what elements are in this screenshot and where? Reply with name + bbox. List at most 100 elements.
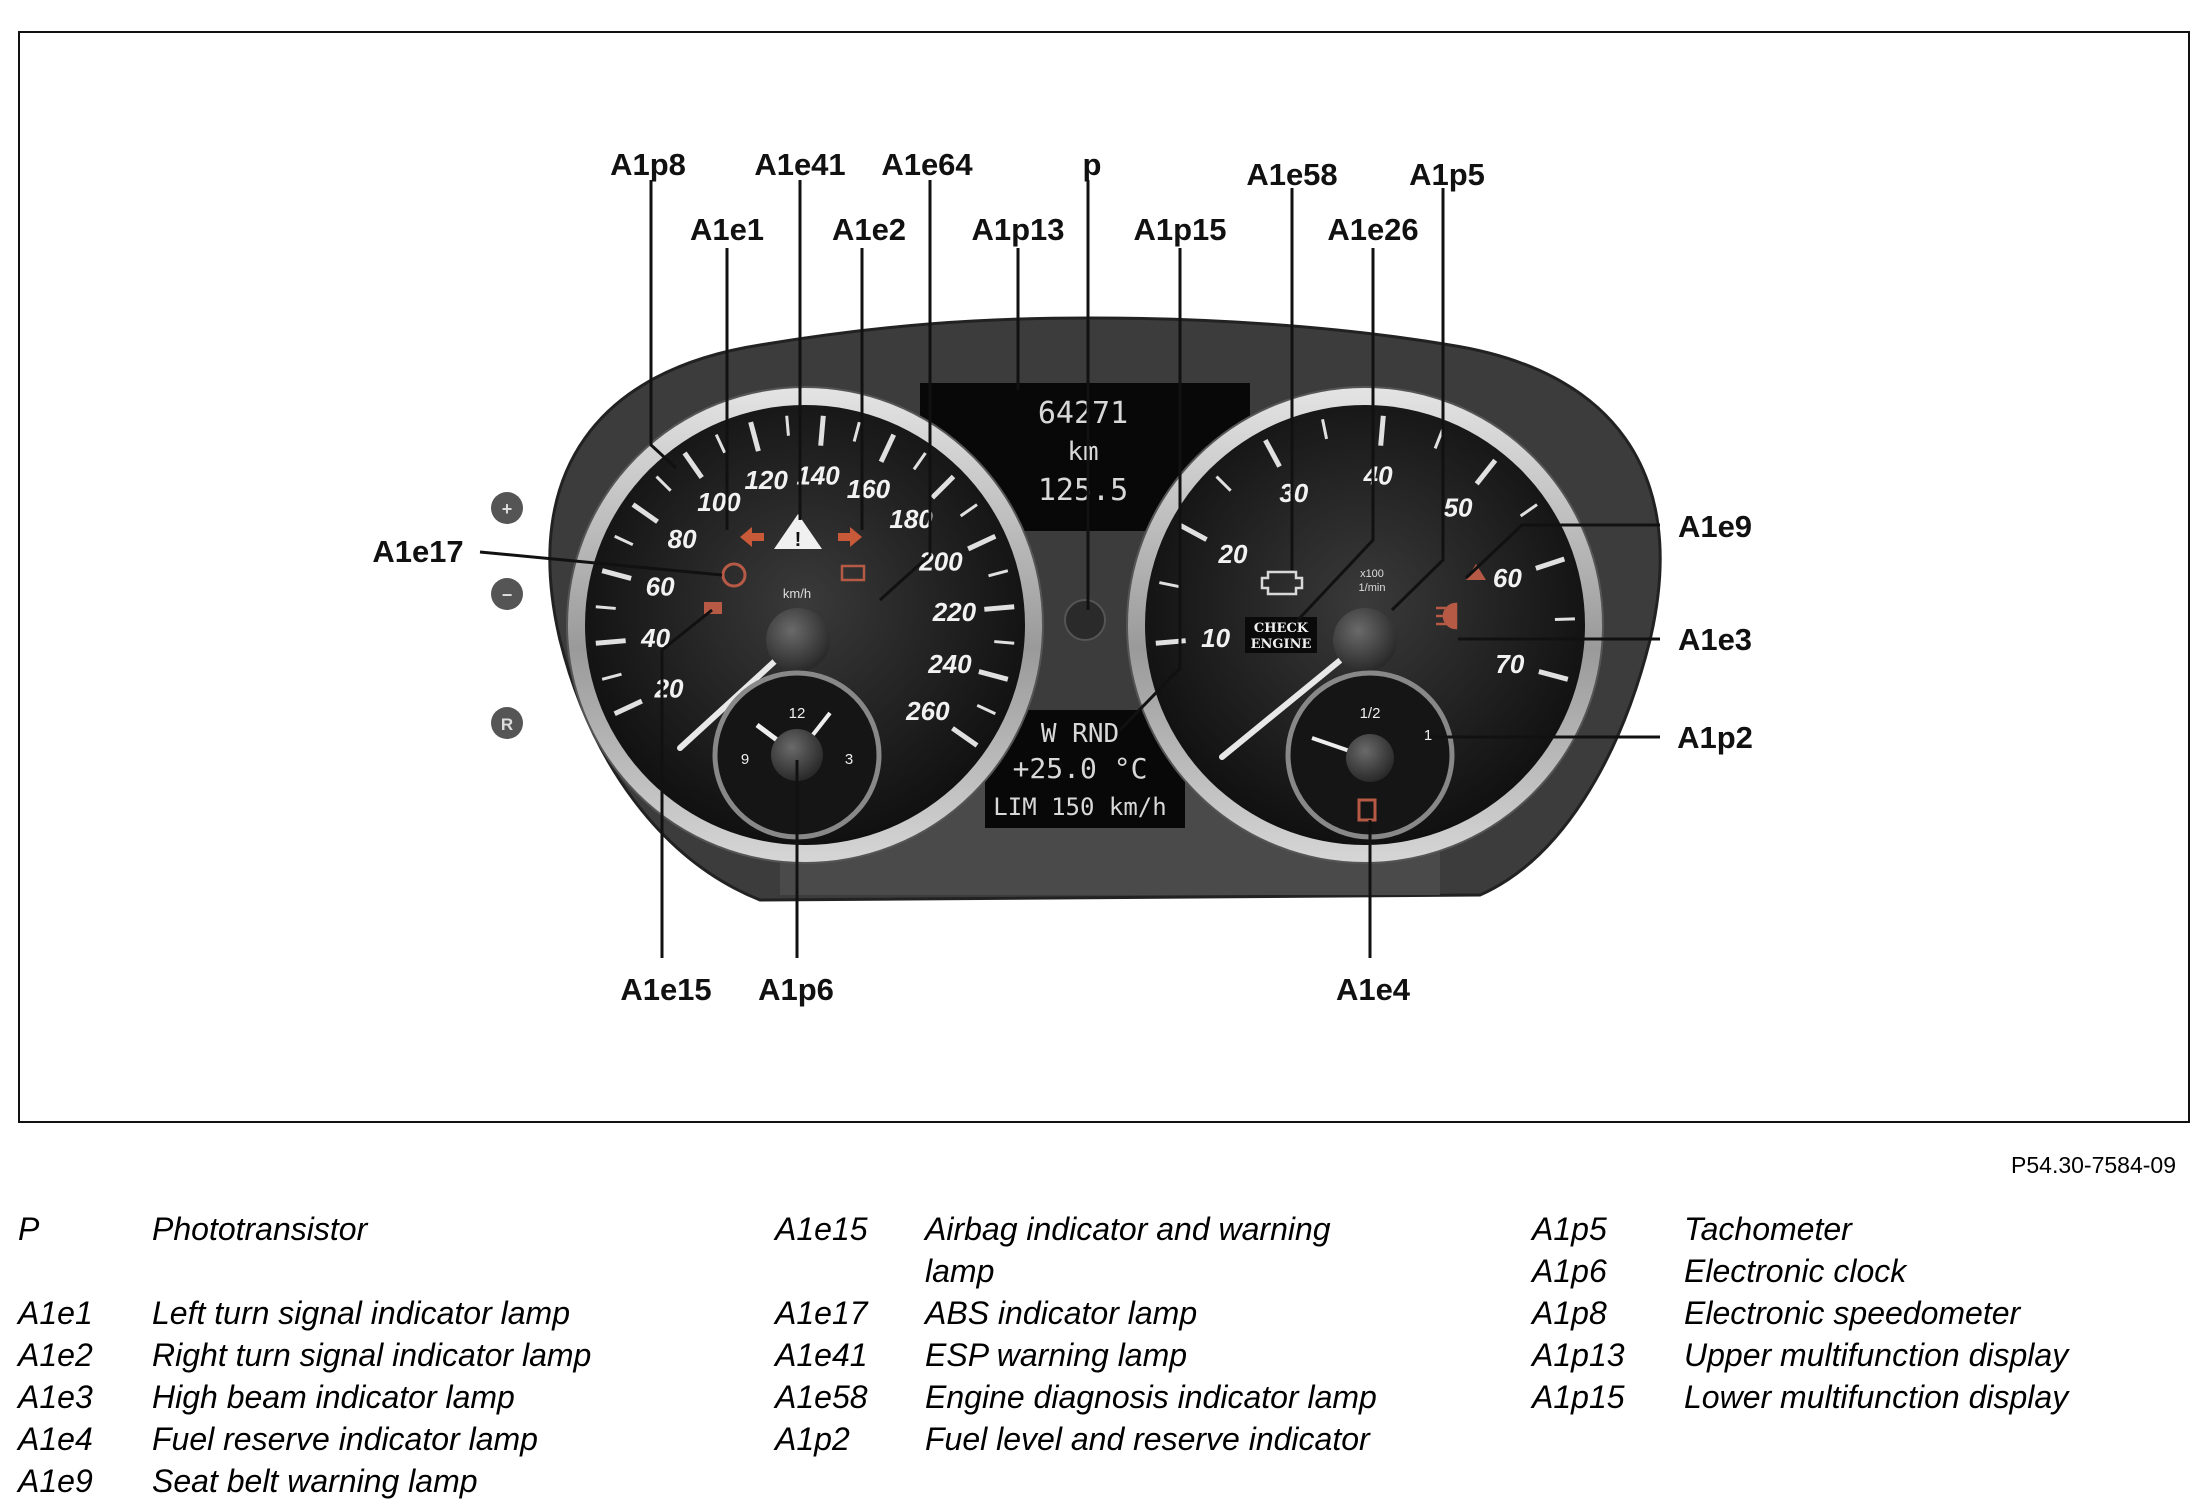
speedometer-scale-tick xyxy=(748,421,761,452)
legend-code: A1e4 xyxy=(18,1421,93,1457)
speedometer-scale-tick xyxy=(878,433,897,463)
callout-a1p6: A1p6 xyxy=(758,972,834,1007)
callout-a1e64: A1e64 xyxy=(881,147,973,182)
callout-a1e58: A1e58 xyxy=(1246,157,1337,192)
engine-diagnosis-icon xyxy=(1260,570,1304,596)
high-beam-icon xyxy=(1436,602,1458,630)
airbag-indicator-icon xyxy=(704,602,722,614)
callout-a1p13: A1p13 xyxy=(971,212,1064,247)
legend-code: A1e2 xyxy=(18,1337,93,1373)
callout-a1e4: A1e4 xyxy=(1336,972,1411,1007)
speedometer-scale-label: 100 xyxy=(697,487,741,517)
tachometer-scale-label: 70 xyxy=(1495,649,1524,679)
legend-description: ESP warning lamp xyxy=(925,1337,1188,1373)
tachometer-scale-tick xyxy=(1159,581,1180,589)
speedometer-scale-tick xyxy=(976,703,996,716)
reset-button-label: R xyxy=(501,715,513,734)
instrument-cluster-diagram: 64271 km 125.5 W RND +25.0 °C LIM 150 km… xyxy=(372,147,1753,1007)
tachometer-scale-label: 30 xyxy=(1279,478,1308,508)
callout-a1e3: A1e3 xyxy=(1678,622,1752,657)
upper-display-line3: 125.5 xyxy=(1038,473,1128,508)
clock-mark-9: 9 xyxy=(741,751,749,768)
reset-button[interactable] xyxy=(491,707,523,739)
legend-description: Airbag indicator and warning xyxy=(925,1211,1331,1247)
tachometer-scale-tick xyxy=(1433,429,1444,449)
legend-description: Phototransistor xyxy=(152,1211,368,1247)
tachometer-scale-tick xyxy=(1554,617,1575,621)
check-engine-line2: ENGINE xyxy=(1251,637,1312,652)
tachometer-scale-label: 10 xyxy=(1201,623,1230,653)
callout-a1e26: A1e26 xyxy=(1327,212,1418,247)
upper-display-line2: km xyxy=(1067,437,1098,467)
plus-button-label: + xyxy=(502,499,513,519)
legend-description: Upper multifunction display xyxy=(1684,1337,2069,1373)
figure-code: P54.30-7584-09 xyxy=(2011,1152,2176,1178)
abs-indicator-icon xyxy=(721,562,747,588)
tachometer-scale-tick xyxy=(1378,415,1386,446)
speedometer-scale-label: 260 xyxy=(905,696,950,726)
legend-description: ABS indicator lamp xyxy=(925,1295,1198,1331)
speedometer-scale-tick xyxy=(818,415,826,446)
left-turn-signal-icon xyxy=(740,527,764,547)
legend-code: A1p5 xyxy=(1532,1211,1607,1247)
tachometer-scale-label: 40 xyxy=(1363,461,1393,491)
legend-code: A1p6 xyxy=(1532,1253,1607,1289)
speedometer-scale-label: 140 xyxy=(796,461,840,491)
legend-description: Tachometer xyxy=(1684,1211,1852,1247)
fuel-mark-full: 1 xyxy=(1424,727,1432,744)
callout-a1e41: A1e41 xyxy=(754,147,845,182)
speedometer-scale-tick xyxy=(601,568,632,581)
check-engine-line1: CHECK xyxy=(1254,621,1309,636)
legend-code: A1e1 xyxy=(18,1295,93,1331)
legend-code: A1p8 xyxy=(1532,1295,1607,1331)
speedometer-scale-tick xyxy=(994,640,1015,645)
speedometer-scale-tick xyxy=(601,672,622,681)
speedometer-scale-label: 120 xyxy=(744,465,788,495)
tachometer-scale-tick xyxy=(1538,669,1569,682)
brake-indicator-icon xyxy=(840,564,866,582)
tachometer-scale-tick xyxy=(1178,523,1208,542)
speedometer-scale-label: 200 xyxy=(918,547,963,577)
tachometer-scale-label: 60 xyxy=(1493,563,1522,593)
legend-code: A1e15 xyxy=(775,1211,868,1247)
callout-a1p15: A1p15 xyxy=(1133,212,1226,247)
speedometer-scale-tick xyxy=(967,533,997,552)
speedometer-scale-label: 160 xyxy=(847,474,891,504)
check-engine-lamp xyxy=(1245,617,1317,653)
speedometer-scale-label: 220 xyxy=(932,597,977,627)
plus-button[interactable] xyxy=(491,492,523,524)
speedometer-hub xyxy=(766,608,830,672)
legend-item: A1p5 Tachometer xyxy=(1532,1208,2192,1250)
callout-a1p5: A1p5 xyxy=(1409,157,1485,192)
fuel-mark-half: 1/2 xyxy=(1360,705,1381,722)
phototransistor xyxy=(1064,599,1106,641)
tachometer-scale-tick xyxy=(1535,556,1566,571)
speedometer-scale-tick xyxy=(951,726,979,748)
fuel-gauge-hub xyxy=(1346,734,1394,782)
speedometer-scale-tick xyxy=(614,534,634,547)
callout-a1e9: A1e9 xyxy=(1678,509,1752,544)
legend-code: A1p2 xyxy=(775,1421,850,1457)
speedometer-scale-label: 240 xyxy=(927,649,972,679)
speedometer-scale-tick xyxy=(682,451,704,479)
legend-code: A1p15 xyxy=(1532,1379,1625,1415)
tachometer-scale-tick xyxy=(1519,503,1538,518)
legend-description: Fuel level and reserve indicator xyxy=(925,1421,1370,1457)
callout-a1e15: A1e15 xyxy=(620,972,711,1007)
speedometer-ticks xyxy=(595,415,1015,748)
speedometer-scale-label: 60 xyxy=(646,571,675,601)
minus-button-label: − xyxy=(502,585,513,605)
minus-button[interactable] xyxy=(491,578,523,610)
tachometer-unit-line2: 1/min xyxy=(1359,582,1386,594)
speedometer-scale-tick xyxy=(613,698,643,717)
speedometer-scale-label: 180 xyxy=(889,504,933,534)
